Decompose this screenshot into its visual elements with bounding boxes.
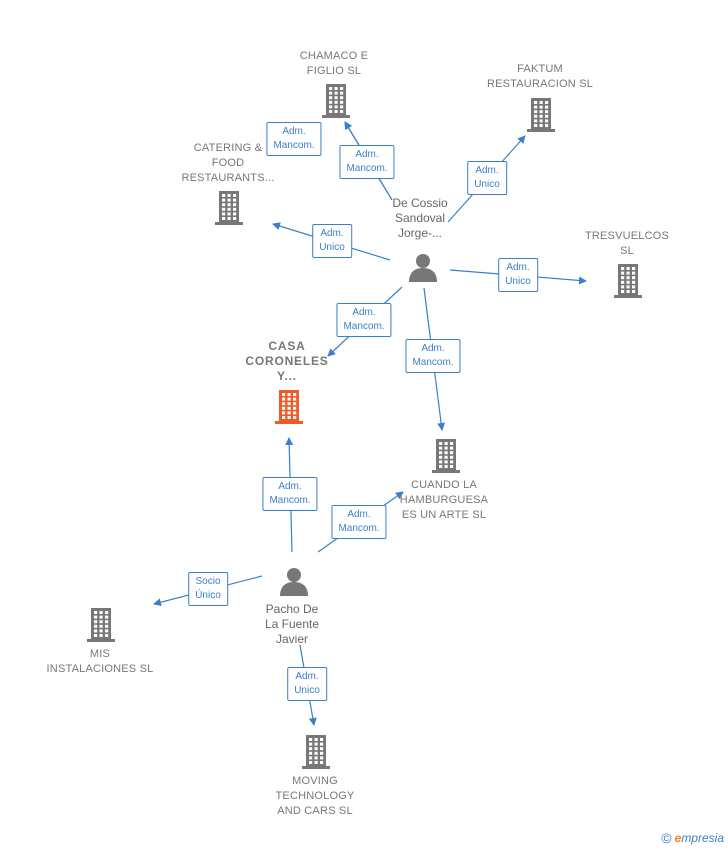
- relation-label-line: Único: [195, 590, 221, 601]
- relation-label-r11[interactable]: Adm. Unico: [287, 667, 327, 701]
- relation-label-line: Mancom.: [338, 523, 380, 534]
- company-node-catering[interactable]: [214, 191, 244, 230]
- company-label-catering[interactable]: CATERING & FOOD RESTAURANTS...: [181, 141, 274, 186]
- company-label-line: CATERING &: [193, 142, 263, 154]
- brand-initial: e: [674, 831, 682, 845]
- relation-label-line: Unico: [319, 242, 345, 253]
- company-node-mis[interactable]: [86, 608, 116, 647]
- relation-label-line: Adm.: [421, 343, 445, 354]
- relation-label-line: Adm.: [347, 509, 371, 520]
- relation-label-line: Unico: [294, 685, 320, 696]
- relation-label-line: Mancom.: [346, 163, 388, 174]
- building-icon: [322, 84, 350, 118]
- relation-label-r4[interactable]: Adm. Unico: [312, 224, 352, 258]
- relation-label-line: Unico: [474, 179, 500, 190]
- building-icon: [87, 608, 115, 642]
- person-node-pacho[interactable]: [279, 566, 309, 601]
- relation-label-r3[interactable]: Adm. Unico: [467, 161, 507, 195]
- company-node-chamaco[interactable]: [321, 84, 351, 123]
- company-label-line: FAKTUM: [517, 63, 563, 75]
- relation-label-line: Mancom.: [343, 321, 385, 332]
- company-label-mis[interactable]: MIS INSTALACIONES SL: [47, 647, 154, 677]
- company-label-line: CUANDO LA: [411, 479, 477, 491]
- building-icon: [432, 439, 460, 473]
- company-label-line: HAMBURGUESA: [399, 494, 489, 506]
- relation-label-line: Adm.: [506, 262, 530, 273]
- relation-label-r9[interactable]: Adm. Mancom.: [331, 505, 387, 539]
- brand-rest: mpresia: [681, 831, 724, 845]
- company-label-line: CORONELES: [245, 354, 329, 368]
- company-label-tresvuelcos[interactable]: TRESVUELCOS SL: [585, 229, 669, 259]
- relation-label-line: Mancom.: [269, 495, 311, 506]
- company-label-line: TRESVUELCOS: [584, 230, 670, 242]
- relation-label-r7[interactable]: Adm. Mancom.: [405, 339, 461, 373]
- company-label-line: RESTAURACION SL: [486, 78, 594, 90]
- relation-label-line: Adm.: [320, 228, 344, 239]
- relation-label-line: Adm.: [278, 481, 302, 492]
- person-icon: [280, 568, 308, 596]
- relation-label-line: Socio: [195, 576, 221, 587]
- building-icon: [527, 98, 555, 132]
- relation-label-r6[interactable]: Adm. Mancom.: [336, 303, 392, 337]
- person-icon: [409, 254, 437, 282]
- company-label-line: FIGLIO SL: [306, 65, 362, 77]
- relation-label-line: Adm.: [352, 307, 376, 318]
- person-label-line: De Cossio: [392, 196, 448, 210]
- building-icon: [614, 264, 642, 298]
- person-label-line: Jorge-...: [397, 226, 443, 240]
- person-label-line: La Fuente: [264, 617, 320, 631]
- building-icon: [215, 191, 243, 225]
- company-node-moving[interactable]: [301, 735, 331, 774]
- company-label-line: ES UN ARTE SL: [401, 509, 487, 521]
- company-node-faktum[interactable]: [526, 98, 556, 137]
- person-label-line: Sandoval: [394, 211, 446, 225]
- company-label-line: TECHNOLOGY: [275, 790, 355, 802]
- company-label-chamaco[interactable]: CHAMACO E FIGLIO SL: [300, 49, 368, 79]
- company-label-line: CHAMACO E: [299, 50, 369, 62]
- relation-label-line: Unico: [505, 276, 531, 287]
- brand-logo: empresia: [675, 831, 724, 845]
- relation-label-line: Adm.: [295, 671, 319, 682]
- copyright-icon: ©: [661, 830, 672, 846]
- brand-footer[interactable]: ©empresia: [661, 830, 724, 846]
- person-label-line: Javier: [275, 632, 309, 646]
- company-node-cuando[interactable]: [431, 439, 461, 478]
- company-label-line: SL: [620, 245, 634, 257]
- relation-label-r8[interactable]: Adm. Mancom.: [262, 477, 318, 511]
- relation-label-line: Adm.: [282, 126, 306, 137]
- company-label-line: MIS: [89, 648, 111, 660]
- building-icon: [275, 390, 303, 424]
- company-label-cuando[interactable]: CUANDO LA HAMBURGUESA ES UN ARTE SL: [400, 478, 488, 523]
- relation-label-r2[interactable]: Adm. Mancom.: [339, 145, 395, 179]
- company-label-faktum[interactable]: FAKTUM RESTAURACION SL: [487, 62, 593, 92]
- company-label-line: AND CARS SL: [277, 805, 353, 817]
- relation-label-line: Adm.: [355, 149, 379, 160]
- company-node-tresvuelcos[interactable]: [613, 264, 643, 303]
- building-icon: [302, 735, 330, 769]
- company-label-line: RESTAURANTS...: [181, 172, 275, 184]
- company-label-line: FOOD: [211, 157, 245, 169]
- company-label-moving[interactable]: MOVING TECHNOLOGY AND CARS SL: [275, 774, 354, 819]
- relation-label-r1[interactable]: Adm. Mancom.: [266, 122, 322, 156]
- relation-label-line: Adm.: [475, 165, 499, 176]
- company-node-casa[interactable]: [274, 390, 304, 429]
- company-label-line: CASA: [268, 339, 306, 353]
- relation-label-r5[interactable]: Adm. Unico: [498, 258, 538, 292]
- relation-label-line: Mancom.: [412, 357, 454, 368]
- person-label-line: Pacho De: [265, 602, 319, 616]
- relation-label-line: Mancom.: [273, 140, 315, 151]
- company-label-line: MOVING: [292, 775, 338, 787]
- person-node-cossio[interactable]: [408, 252, 438, 287]
- company-label-line: Y...: [277, 369, 297, 383]
- company-label-line: INSTALACIONES SL: [46, 663, 154, 675]
